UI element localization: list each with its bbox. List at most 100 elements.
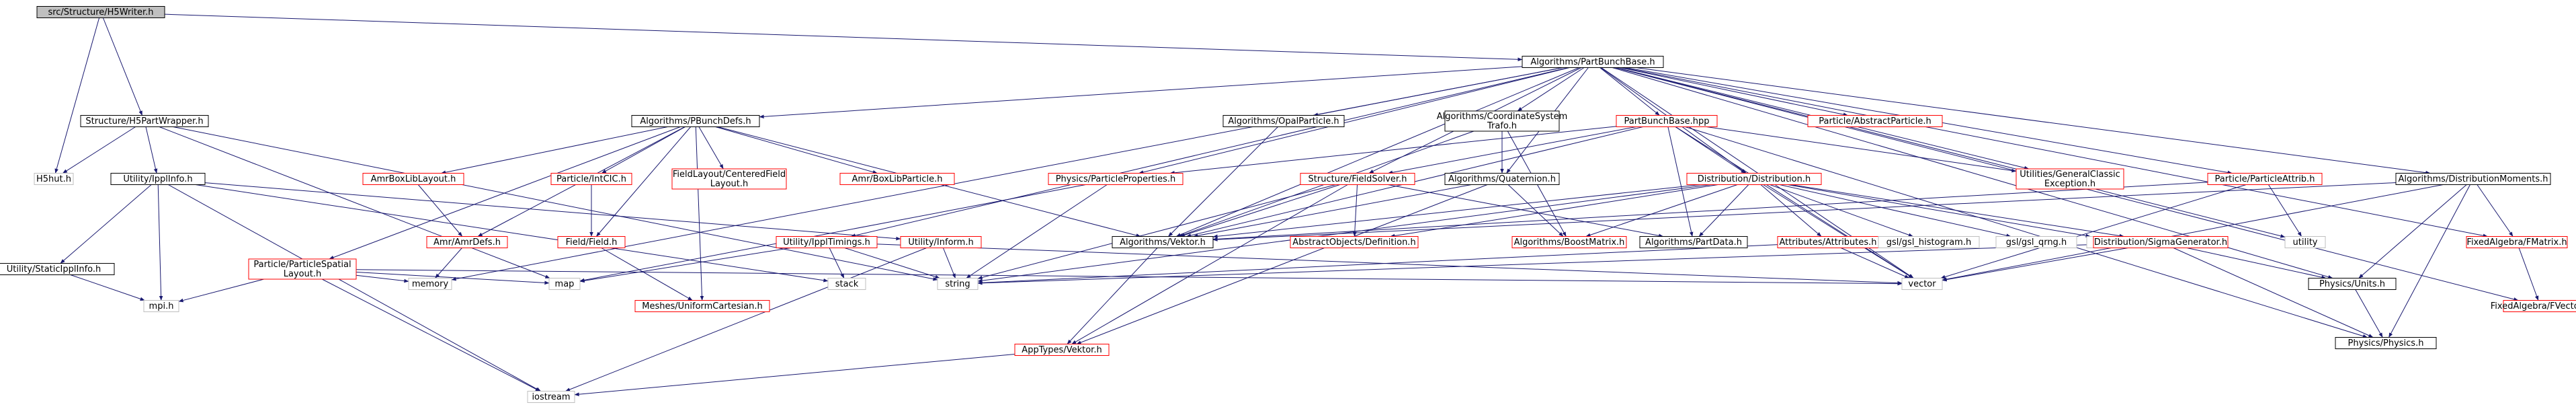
node-box bbox=[110, 173, 206, 185]
node-label: Particle/ParticleAttrib.h bbox=[2215, 174, 2315, 184]
node-vector[interactable]: vector bbox=[1901, 278, 1943, 290]
node-label: Physics/Physics.h bbox=[2348, 338, 2424, 348]
node-attributes[interactable]: Attributes/Attributes.h bbox=[1777, 236, 1879, 248]
node-label: mpi.h bbox=[149, 301, 174, 311]
node-label: utility bbox=[2293, 237, 2318, 248]
node-box bbox=[1444, 173, 1560, 185]
node-label: Utility/StaticIpplInfo.h bbox=[7, 264, 101, 274]
edge-opal-to-vektor bbox=[1168, 126, 1278, 237]
node-pbb[interactable]: Algorithms/PartBunchBase.h bbox=[1522, 56, 1664, 68]
edge-distmom-to-vektor bbox=[1212, 182, 2397, 241]
node-physprop[interactable]: Physics/ParticleProperties.h bbox=[1048, 173, 1183, 185]
node-label: Structure/H5PartWrapper.h bbox=[85, 116, 203, 126]
node-box bbox=[36, 6, 165, 18]
node-box bbox=[900, 236, 982, 248]
node-box bbox=[2016, 168, 2124, 190]
node-ippinfo[interactable]: Utility/IpplInfo.h bbox=[110, 173, 206, 185]
node-map[interactable]: map bbox=[548, 278, 581, 290]
node-label: gsl/gsl_histogram.h bbox=[1886, 237, 1971, 248]
node-box bbox=[408, 278, 452, 290]
edge-fieldsolver-to-string bbox=[977, 184, 1336, 280]
edge-h5part-to-ippinfo bbox=[145, 126, 158, 174]
node-label: Algorithms/PartData.h bbox=[1645, 237, 1742, 248]
node-label: Algorithms/BoostMatrix.h bbox=[1514, 237, 1625, 248]
edge-pbb-to-vektor bbox=[1175, 67, 1579, 237]
edge-ippinfo-to-stack bbox=[195, 184, 829, 283]
node-h5writer[interactable]: src/Structure/H5Writer.h bbox=[36, 6, 165, 18]
edge-ippinfo-to-staticippl bbox=[60, 184, 152, 264]
edge-distmom-to-physics bbox=[2388, 184, 2470, 338]
edge-distribution-to-gslhist bbox=[1770, 184, 1913, 237]
node-inform[interactable]: Utility/Inform.h bbox=[900, 236, 982, 248]
edge-pbhpp-to-distribution bbox=[1675, 126, 1746, 174]
edge-inform-to-iostream bbox=[565, 248, 927, 392]
node-label: Algorithms/PartBunchBase.h bbox=[1530, 57, 1655, 67]
edge-pbdefs-to-amrbll bbox=[441, 126, 668, 174]
node-gslqrng[interactable]: gsl/gsl_qrng.h bbox=[1995, 236, 2077, 248]
node-absdef[interactable]: AbstractObjects/Definition.h bbox=[1290, 236, 1419, 248]
node-ippltimings[interactable]: Utility/IpplTimings.h bbox=[776, 236, 878, 248]
node-opal[interactable]: Algorithms/OpalParticle.h bbox=[1222, 115, 1345, 127]
node-partdata[interactable]: Algorithms/PartData.h bbox=[1639, 236, 1748, 248]
node-box bbox=[362, 173, 464, 185]
node-units[interactable]: Physics/Units.h bbox=[2308, 278, 2397, 290]
node-memory[interactable]: memory bbox=[408, 278, 452, 290]
node-stack[interactable]: stack bbox=[827, 278, 866, 290]
edge-fieldsolver-to-partdata bbox=[1388, 184, 1664, 238]
node-label: Physics/ParticleProperties.h bbox=[1056, 174, 1176, 184]
node-field[interactable]: Field/Field.h bbox=[557, 236, 626, 248]
node-amrbp[interactable]: Amr/BoxLibParticle.h bbox=[839, 173, 955, 185]
node-gslhist[interactable]: gsl/gsl_histogram.h bbox=[1878, 236, 1980, 248]
node-string[interactable]: string bbox=[937, 278, 979, 290]
node-boostmatrix[interactable]: Algorithms/BoostMatrix.h bbox=[1511, 236, 1627, 248]
edge-sigmagen-to-vector bbox=[1942, 248, 2128, 282]
edge-attributes-to-string bbox=[977, 244, 1778, 285]
node-meshes[interactable]: Meshes/UniformCartesian.h bbox=[634, 300, 770, 312]
node-fieldsolver[interactable]: Structure/FieldSolver.h bbox=[1300, 173, 1415, 185]
node-physics[interactable]: Physics/Physics.h bbox=[2335, 337, 2437, 349]
node-distmom[interactable]: Algorithms/DistributionMoments.h bbox=[2395, 173, 2551, 185]
node-box bbox=[2503, 300, 2576, 312]
node-h5part[interactable]: Structure/H5PartWrapper.h bbox=[80, 115, 209, 127]
edge-spatial-to-map bbox=[356, 272, 550, 285]
node-label: Algorithms/OpalParticle.h bbox=[1228, 116, 1339, 126]
edge-pbb-to-utility bbox=[1615, 67, 2286, 238]
node-label: FixedAlgebra/FMatrix.h bbox=[2466, 237, 2567, 248]
node-distribution[interactable]: Distribution/Distribution.h bbox=[1686, 173, 1822, 185]
edge-pbdefs-to-spatial bbox=[329, 126, 681, 260]
edge-ippltimings-to-map bbox=[579, 248, 791, 283]
node-label: map bbox=[555, 279, 575, 289]
node-p1c2c[interactable]: Particle/IntCIC.h bbox=[550, 173, 632, 185]
node-iostream[interactable]: iostream bbox=[527, 391, 575, 403]
node-absparticle[interactable]: Particle/AbstractParticle.h bbox=[1807, 115, 1943, 127]
node-hdf5[interactable]: H5hut.h bbox=[34, 173, 74, 185]
node-vektor[interactable]: Algorithms/Vektor.h bbox=[1112, 236, 1214, 248]
node-staticippl[interactable]: Utility/StaticIpplInfo.h bbox=[0, 263, 115, 275]
edge-pbdefs-to-meshes bbox=[695, 126, 704, 301]
node-pattrib[interactable]: Particle/ParticleAttrib.h bbox=[2207, 173, 2323, 185]
node-box bbox=[839, 173, 955, 185]
node-box bbox=[550, 173, 632, 185]
node-sigmagen[interactable]: Distribution/SigmaGenerator.h bbox=[2093, 236, 2229, 248]
node-box bbox=[631, 115, 760, 127]
node-pbhpp[interactable]: PartBunchBase.hpp bbox=[1616, 115, 1718, 127]
node-box bbox=[1901, 278, 1943, 290]
node-label: Distribution/SigmaGenerator.h bbox=[2094, 237, 2227, 248]
edge-pbb-to-ippltimings bbox=[850, 67, 1569, 237]
node-fmatrix[interactable]: FixedAlgebra/FMatrix.h bbox=[2466, 236, 2568, 248]
node-apptypes[interactable]: AppTypes/Vektor.h bbox=[1014, 344, 1110, 356]
node-utility[interactable]: utility bbox=[2284, 236, 2326, 248]
node-pbdefs[interactable]: Algorithms/PBunchDefs.h bbox=[631, 115, 760, 127]
node-label: gsl/gsl_qrng.h bbox=[2006, 237, 2067, 248]
node-mpi[interactable]: mpi.h bbox=[143, 300, 179, 312]
node-fvector[interactable]: FixedAlgebra/FVector.h bbox=[2491, 300, 2576, 312]
node-amrdefs[interactable]: Amr/AmrDefs.h bbox=[426, 236, 508, 248]
edge-h5writer-to-pbb bbox=[164, 13, 1523, 62]
node-quaternion[interactable]: Algorithms/Quaternion.h bbox=[1444, 173, 1560, 185]
edge-fieldsolver-to-absdef bbox=[1353, 184, 1358, 237]
node-amrbll[interactable]: AmrBoxLibLayout.h bbox=[362, 173, 464, 185]
